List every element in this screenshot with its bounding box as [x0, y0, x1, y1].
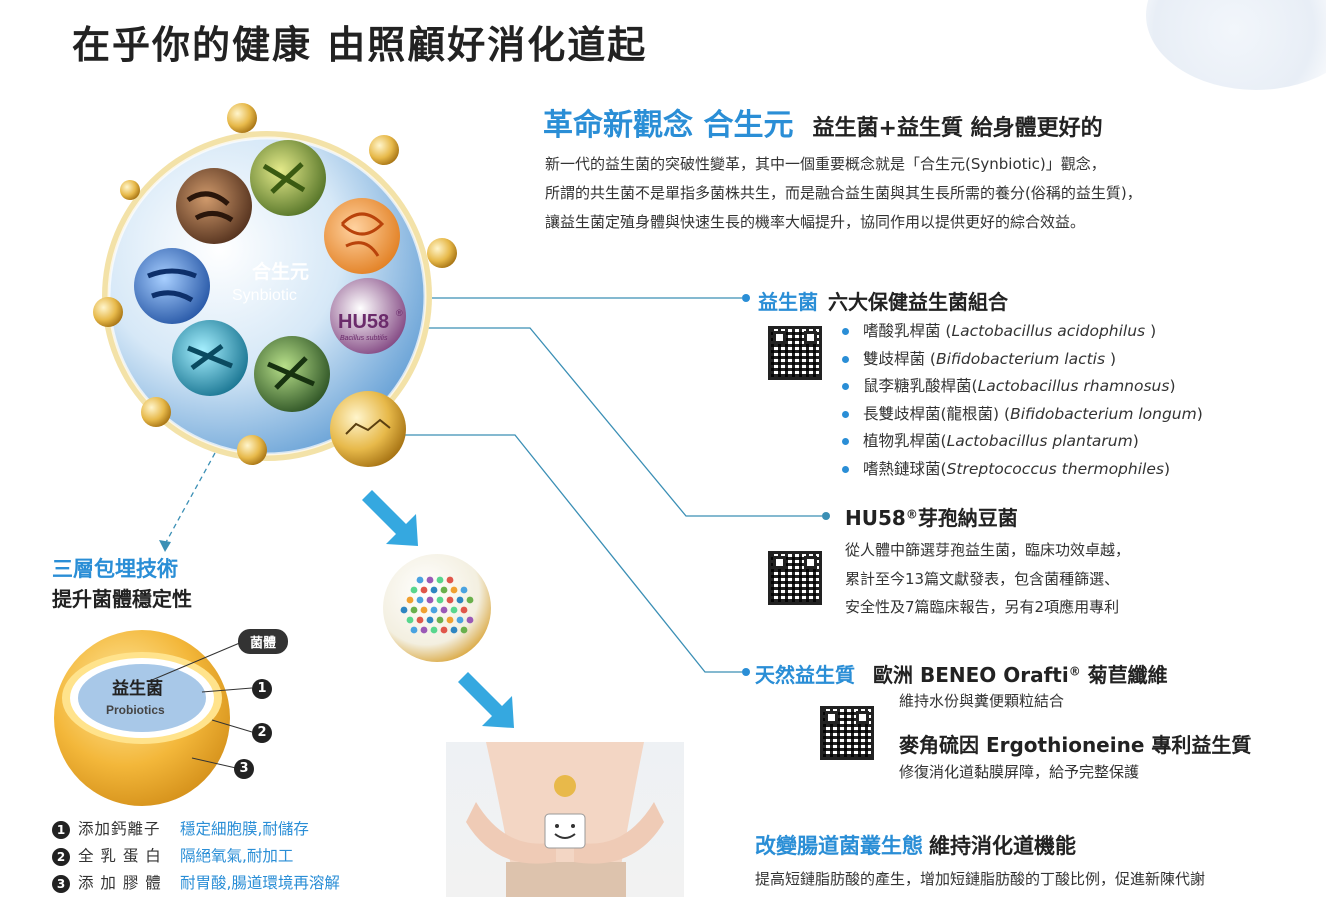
nutrient-bead	[141, 397, 171, 427]
list-item: 長雙歧桿菌(龍根菌) (Bifidobacterium longum)	[842, 401, 1203, 429]
core-label: 益生菌	[112, 678, 163, 698]
line-to-prebiotics	[395, 434, 742, 673]
layer-marker-2: 2	[252, 723, 272, 743]
layer-marker-1: 1	[252, 679, 272, 699]
probiotics-qr-code[interactable]	[768, 326, 822, 380]
list-item: 嗜酸乳桿菌 (Lactobacillus acidophilus )	[842, 318, 1203, 346]
ergothioneine-subtitle: 修復消化道黏膜屏障，給予完整保護	[899, 763, 1140, 781]
encapsulation-subtitle: 提升菌體穩定性	[52, 587, 192, 611]
bacteria-image-2	[250, 140, 326, 216]
dashed-arrow-head	[159, 540, 171, 552]
encapsulation-title: 三層包埋技術	[52, 557, 178, 581]
probiotics-list: 嗜酸乳桿菌 (Lactobacillus acidophilus ) 雙歧桿菌 …	[842, 318, 1203, 483]
bacteria-image-3	[324, 198, 400, 274]
list-item: 雙歧桿菌 (Bifidobacterium lactis )	[842, 346, 1203, 374]
prebiotics-subtitle: 維持水份與糞便顆粒結合	[899, 692, 1065, 710]
hu58-description: 從人體中篩選芽孢益生菌，臨床功效卓越， 累計至今13篇文獻發表，包含菌種篩選、 …	[845, 541, 1131, 616]
synbiotic-heading: 革命新觀念 合生元 益生菌+益生質 給身體更好的	[543, 100, 1103, 144]
bacteria-image-1	[176, 168, 252, 244]
sphere-label: 合生元	[252, 260, 309, 283]
hu58-heading: HU58®芽孢納豆菌	[845, 506, 1018, 530]
cell-tag: 菌體	[238, 629, 289, 654]
hu58-badge	[330, 278, 406, 354]
prebiotic-molecule-bead	[330, 391, 406, 467]
prebiotics-heading: 天然益生質歐洲 BENEO Orafti® 菊苣纖維	[755, 663, 1168, 687]
belly-photo	[446, 742, 684, 897]
nutrient-bead	[237, 435, 267, 465]
bacteria-image-6	[254, 336, 330, 412]
nutrient-bead	[120, 180, 140, 200]
capsule-ball-illustration	[383, 554, 491, 662]
hu58-badge-text: HU58	[338, 311, 389, 333]
probiotic-core	[78, 664, 206, 732]
hu58-species: Bacillus subtilis	[340, 335, 388, 342]
synbiotic-subtitle: 益生菌+益生質 給身體更好的	[812, 116, 1103, 141]
core-label-en: Probiotics	[106, 703, 165, 717]
synbiotic-sphere: 合生元 Synbiotic HU58 ® Bacillus subtilis	[93, 103, 457, 467]
prebiotics-qr-code[interactable]	[820, 706, 874, 760]
nutrient-bead	[427, 238, 457, 268]
flow-arrow-2	[458, 672, 514, 728]
page-title: 在乎你的健康 由照顧好消化道起	[72, 23, 648, 67]
synbiotic-description: 新一代的益生菌的突破性變革，其中一個重要概念就是「合生元(Synbiotic)」…	[545, 155, 1142, 231]
sphere-label-en: Synbiotic	[232, 287, 297, 304]
list-item: 嗜熱鏈球菌(Streptococcus thermophiles)	[842, 456, 1203, 484]
nutrient-bead	[369, 135, 399, 165]
layer-sphere-diagram: 益生菌 Probiotics	[54, 630, 253, 806]
list-item: 植物乳桿菌(Lactobacillus plantarum)	[842, 428, 1203, 456]
probiotics-heading: 益生菌六大保健益生菌組合	[758, 290, 1008, 314]
ergothioneine-title: 麥角硫因 Ergothioneine 專利益生質	[899, 733, 1252, 757]
bacteria-image-5	[172, 320, 248, 396]
nutrient-bead	[227, 103, 257, 133]
svg-text:®: ®	[396, 308, 403, 318]
nutrient-bead	[93, 297, 123, 327]
layer-marker-3: 3	[234, 759, 254, 779]
gut-heading: 改變腸道菌叢生態維持消化道機能	[755, 834, 1076, 858]
list-item: 鼠李糖乳酸桿菌(Lactobacillus rhamnosus)	[842, 373, 1203, 401]
hu58-qr-code[interactable]	[768, 551, 822, 605]
synbiotic-title: 革命新觀念 合生元	[543, 108, 794, 143]
bacteria-image-4	[134, 248, 210, 324]
gut-description: 提高短鏈脂肪酸的產生，增加短鏈脂肪酸的丁酸比例，促進新陳代謝	[755, 870, 1206, 888]
line-to-hu58	[400, 327, 822, 517]
flow-arrow-1	[362, 490, 418, 546]
